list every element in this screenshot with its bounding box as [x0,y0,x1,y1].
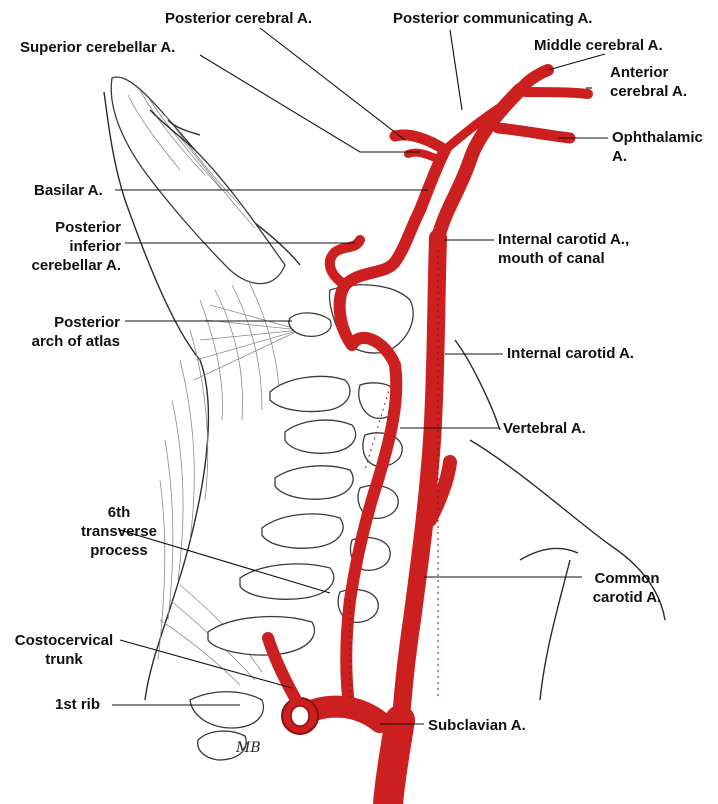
label-subclavian: Subclavian A. [428,716,526,735]
label-posterior-arch-atlas-line1: Posterior [14,313,120,332]
label-posterior-cerebral: Posterior cerebral A. [165,9,312,28]
label-internal-carotid-mouth-line1: Internal carotid A., [498,230,629,249]
label-pica: Posterior inferior cerebellar A. [15,218,121,275]
label-sixth-transverse: 6th transverse process [76,503,162,560]
label-pica-line2: inferior [15,237,121,256]
label-anterior-cerebral-line1: Anterior [610,63,687,82]
label-common-carotid-line1: Common [582,569,672,588]
label-first-rib: 1st rib [55,695,100,714]
label-internal-carotid-mouth-line2: mouth of canal [498,249,629,268]
label-anterior-cerebral: Anterior cerebral A. [610,63,687,101]
occipital-bone [111,77,285,284]
label-middle-cerebral: Middle cerebral A. [534,36,663,55]
label-pica-line1: Posterior [15,218,121,237]
label-common-carotid: Common carotid A. [582,569,672,607]
label-common-carotid-line2: carotid A. [582,588,672,607]
label-ophthalmic-line2: A. [612,147,703,166]
label-costocervical-line2: trunk [9,650,119,669]
label-costocervical-line1: Costocervical [9,631,119,650]
label-superior-cerebellar: Superior cerebellar A. [20,38,175,57]
label-sixth-transverse-line3: process [76,541,162,560]
label-costocervical: Costocervical trunk [9,631,119,669]
label-sixth-transverse-line2: transverse [76,522,162,541]
label-posterior-arch-atlas: Posterior arch of atlas [14,313,120,351]
label-pica-line3: cerebellar A. [15,256,121,275]
label-basilar: Basilar A. [34,181,103,200]
label-ophthalmic-line1: Ophthalamic [612,128,703,147]
artist-signature: MB [235,740,261,756]
label-internal-carotid: Internal carotid A. [507,344,634,363]
label-vertebral: Vertebral A. [503,419,586,438]
label-ophthalmic: Ophthalamic A. [612,128,703,166]
label-anterior-cerebral-line2: cerebral A. [610,82,687,101]
label-posterior-communicating: Posterior communicating A. [393,9,592,28]
label-posterior-arch-atlas-line2: arch of atlas [14,332,120,351]
label-internal-carotid-mouth: Internal carotid A., mouth of canal [498,230,629,268]
label-sixth-transverse-line1: 6th [76,503,162,522]
